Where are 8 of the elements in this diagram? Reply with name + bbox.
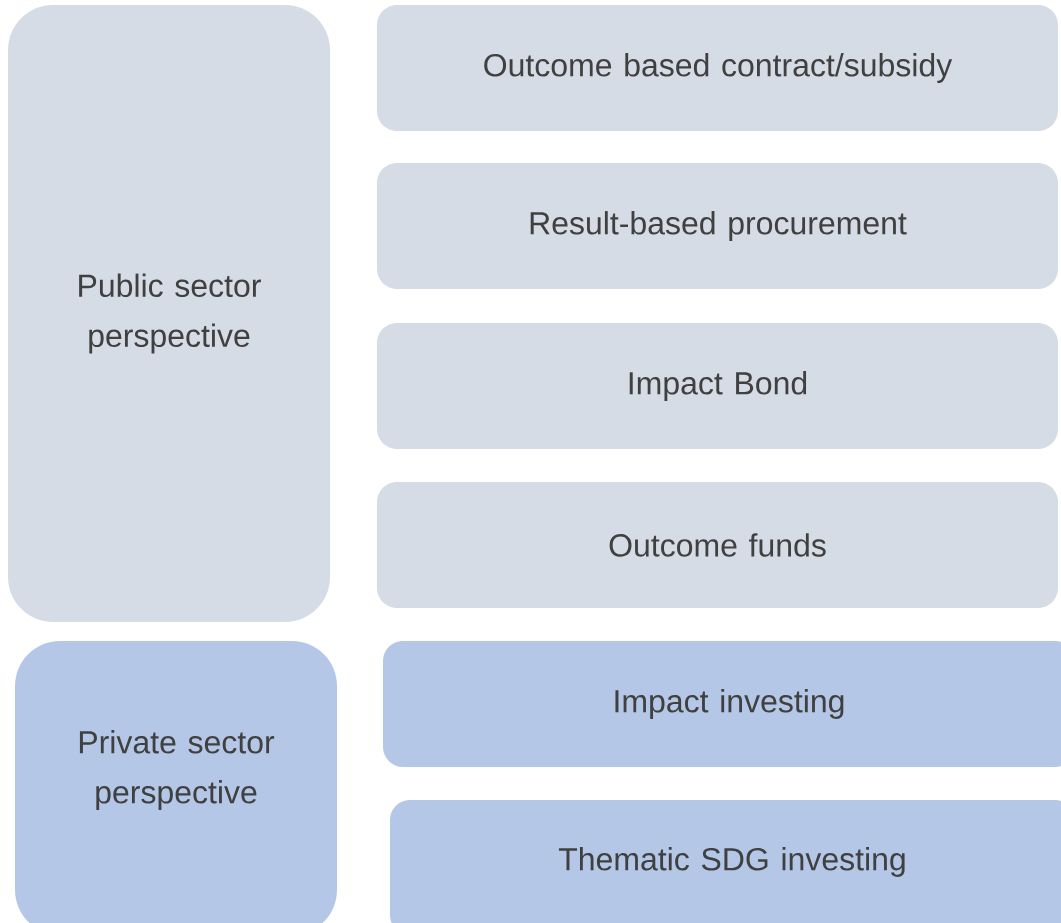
category-box: Private sector perspective xyxy=(15,641,337,923)
item-box: Outcome based contract/subsidy xyxy=(377,5,1058,131)
category-box: Public sector perspective xyxy=(8,5,330,622)
item-box: Impact investing xyxy=(383,641,1061,767)
item-box: Outcome funds xyxy=(377,482,1058,608)
item-box: Impact Bond xyxy=(377,323,1058,449)
item-box: Thematic SDG investing xyxy=(390,800,1061,923)
item-box: Result-based procurement xyxy=(377,163,1058,289)
